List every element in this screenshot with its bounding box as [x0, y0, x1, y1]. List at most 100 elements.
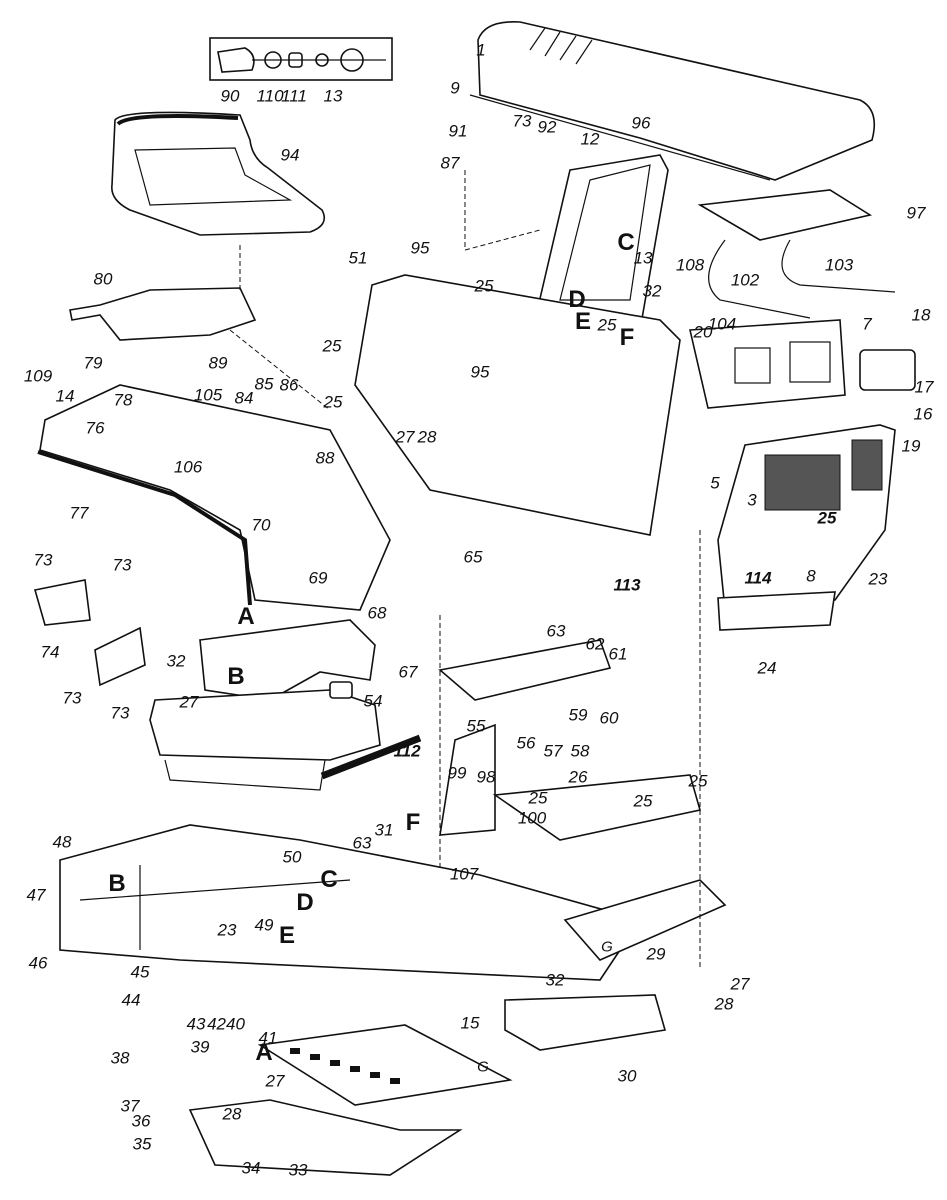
dash-panel-12: [534, 154, 669, 331]
part-label: 112: [393, 741, 421, 761]
part-label: 45: [130, 962, 150, 982]
part-label: 88: [315, 448, 335, 468]
part-label: 76: [85, 418, 105, 438]
part-label: 23: [868, 569, 888, 589]
part-label: 100: [517, 808, 547, 828]
ref-letter: D: [568, 286, 586, 313]
part-label: 97: [906, 203, 926, 223]
part-label: 31: [374, 820, 394, 840]
part-label: 99: [447, 763, 467, 783]
fuel-line-112: [320, 734, 422, 780]
part-label: 47: [26, 885, 46, 905]
part-label: 43: [186, 1014, 206, 1034]
part-label: 73: [512, 111, 532, 131]
hood-1: [477, 21, 876, 181]
part-label: 25: [688, 771, 708, 791]
part-label: 58: [570, 741, 590, 761]
ref-letter: A: [237, 603, 255, 630]
part-label: 9: [450, 78, 460, 98]
part-label: 59: [568, 705, 588, 725]
key-cap-90: [217, 47, 255, 73]
part-label: 61: [608, 644, 628, 664]
part-label: 80: [93, 269, 113, 289]
part-label: 106: [173, 457, 203, 477]
part-label: 68: [367, 603, 387, 623]
part-label: 56: [516, 733, 536, 753]
part-label: 26: [568, 767, 588, 787]
part-label: 98: [476, 767, 496, 787]
label-110: 110: [256, 86, 284, 106]
part-label: 13: [633, 248, 653, 268]
grille-19: [717, 424, 896, 611]
part-label: 7: [862, 314, 872, 334]
part-label: 25: [528, 788, 548, 808]
part-label: 25: [323, 392, 343, 412]
part-label: 28: [222, 1104, 242, 1124]
seat-bracket-80: [69, 287, 257, 341]
part-label: 104: [707, 314, 737, 334]
ref-letter: C: [320, 866, 338, 893]
front-support-97: [697, 189, 873, 241]
part-label: 107: [449, 864, 479, 884]
part-label: 25: [322, 336, 342, 356]
part-label: 114: [744, 568, 772, 588]
part-label: 103: [824, 255, 854, 275]
part-label: 49: [254, 915, 274, 935]
part-label: 23: [217, 920, 237, 940]
part-label: 108: [675, 255, 705, 275]
part-label: 32: [166, 651, 186, 671]
bumper-24: [717, 591, 836, 631]
part-label: 50: [282, 847, 302, 867]
part-label: 92: [537, 117, 557, 137]
ref-letter: E: [574, 308, 592, 335]
part-label: 8: [806, 566, 816, 586]
part-label: 12: [580, 129, 600, 149]
part-label: 17: [914, 377, 934, 397]
part-label: 41: [258, 1028, 278, 1048]
ref-letter: F: [405, 809, 421, 836]
part-label: 73: [33, 550, 53, 570]
ignition-switch-inset: [209, 37, 393, 81]
part-label: 36: [131, 1111, 151, 1131]
battery-cover-68: [199, 619, 376, 701]
ref-letter: G: [601, 938, 613, 956]
part-label: 84: [234, 388, 254, 408]
part-label: 102: [730, 270, 760, 290]
part-label: 105: [193, 385, 223, 405]
control-bracket-74: [33, 579, 91, 626]
part-label: 54: [363, 691, 383, 711]
part-label: 96: [631, 113, 651, 133]
ref-letter: F: [619, 324, 635, 351]
label-13: 13: [323, 86, 343, 106]
part-label: 78: [113, 390, 133, 410]
part-label: 62: [585, 634, 605, 654]
part-label: 109: [23, 366, 53, 386]
part-label: 27: [395, 427, 415, 447]
part-label: 35: [132, 1134, 152, 1154]
part-label: 38: [110, 1048, 130, 1068]
label-90: 90: [220, 86, 240, 106]
part-label: 34: [241, 1158, 261, 1178]
part-label: 25: [474, 276, 494, 296]
headlight-18: [859, 349, 916, 391]
part-label: 14: [55, 386, 75, 406]
part-label: 16: [913, 404, 933, 424]
part-label: 87: [440, 153, 460, 173]
part-label: 44: [121, 990, 141, 1010]
part-label: 70: [251, 515, 271, 535]
part-label: 5: [710, 473, 720, 493]
part-label: 15: [460, 1013, 480, 1033]
part-label: 4240: [207, 1014, 245, 1034]
part-label: 30: [617, 1066, 637, 1086]
part-label: 63: [546, 621, 566, 641]
control-cover-73: [94, 626, 146, 687]
rear-panel-29: [563, 879, 727, 961]
part-label: 91: [448, 121, 468, 141]
part-label: 29: [646, 944, 666, 964]
part-label: 1: [476, 40, 486, 60]
label-111: 111: [281, 86, 307, 106]
fender-76: [39, 384, 391, 611]
part-label: 57: [543, 741, 563, 761]
